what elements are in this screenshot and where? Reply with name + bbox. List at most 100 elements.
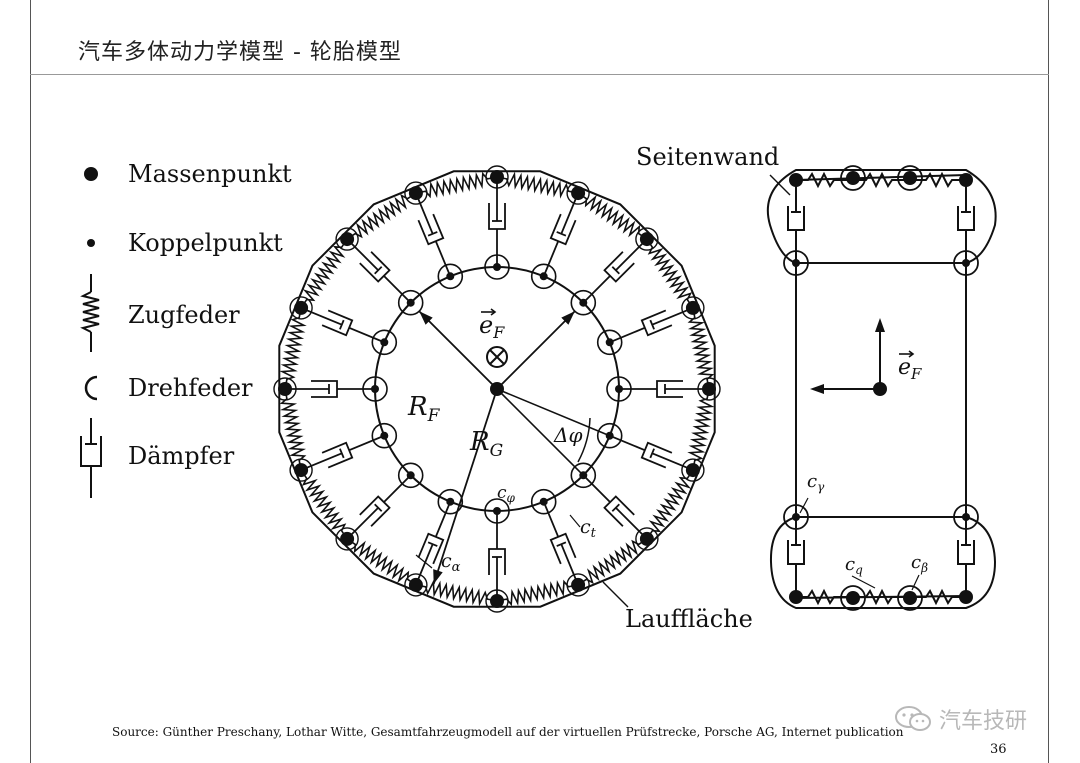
damper-piston bbox=[649, 448, 655, 459]
coupling-point bbox=[446, 497, 455, 506]
torsion-spring bbox=[697, 377, 721, 401]
damper-piston bbox=[556, 541, 567, 547]
coupling-point bbox=[406, 471, 415, 480]
damper-rod bbox=[609, 326, 646, 344]
coupling-point bbox=[539, 497, 548, 506]
mass-point-icon bbox=[84, 167, 98, 181]
rim-radius-arrow-head bbox=[419, 311, 433, 325]
mass-point bbox=[571, 186, 586, 201]
torsion-spring bbox=[635, 527, 659, 551]
damper-rod bbox=[415, 543, 434, 586]
page-number: 36 bbox=[990, 742, 1007, 757]
tread-spring bbox=[346, 538, 417, 586]
legend-label-damper: Dämpfer bbox=[128, 442, 235, 470]
legend-label-tension-spring: Zugfeder bbox=[128, 301, 240, 329]
tread-spring bbox=[346, 192, 417, 240]
tread-spring bbox=[687, 307, 715, 390]
mass-point bbox=[340, 232, 355, 247]
side-damper-bottom-right bbox=[957, 517, 975, 597]
c-gamma-label: cγ bbox=[807, 471, 825, 494]
damper-piston bbox=[339, 319, 345, 330]
c-alpha-label: cα bbox=[441, 550, 461, 575]
tread-spring bbox=[279, 307, 307, 390]
tread-spring bbox=[646, 238, 694, 309]
coupling-point bbox=[380, 338, 389, 347]
damper-rod bbox=[348, 326, 385, 344]
damper-cylinder bbox=[603, 495, 635, 527]
damper-rod bbox=[300, 452, 343, 471]
tread-spring bbox=[415, 171, 498, 199]
rim-radius-label: RF bbox=[407, 392, 441, 426]
coupling-point bbox=[371, 385, 379, 393]
center-point bbox=[490, 382, 504, 396]
tread-radius-arrow bbox=[432, 388, 498, 585]
side-view-labels: Seitenwand eF cγ cq cβ bbox=[636, 143, 928, 577]
torsion-spring bbox=[397, 462, 424, 489]
torsion-spring bbox=[362, 376, 388, 402]
damper-rod bbox=[542, 240, 560, 277]
torsion-spring bbox=[273, 377, 297, 401]
coupling-point bbox=[579, 298, 588, 307]
damper-rod bbox=[560, 192, 579, 235]
side-view bbox=[766, 165, 997, 611]
c-q-label: cq bbox=[845, 554, 863, 577]
tread-spring bbox=[300, 238, 348, 309]
damper-rod bbox=[582, 474, 611, 503]
torsion-spring bbox=[681, 296, 705, 320]
damper-piston bbox=[339, 448, 345, 459]
tread-polygon bbox=[278, 170, 716, 608]
side-view-center-point bbox=[873, 382, 887, 396]
damper-cylinder bbox=[417, 532, 445, 565]
watermark: 汽车技研 bbox=[893, 703, 1027, 735]
damper-rod bbox=[651, 307, 694, 326]
source-citation: Source: Günther Preschany, Lothar Witte,… bbox=[112, 725, 904, 739]
torsion-spring bbox=[437, 263, 464, 290]
torsion-spring bbox=[596, 329, 623, 356]
torsion-spring bbox=[484, 498, 510, 524]
mass-point bbox=[702, 382, 716, 396]
torsion-spring bbox=[570, 462, 597, 489]
damper-rod bbox=[415, 192, 434, 235]
damper-rod bbox=[615, 238, 648, 271]
legend-label-coupling-point: Koppelpunkt bbox=[128, 229, 283, 257]
torsion-spring-icon bbox=[84, 375, 98, 401]
tread-spring bbox=[300, 469, 348, 540]
mass-point bbox=[571, 577, 586, 592]
mass-point bbox=[294, 463, 309, 478]
coupling-point bbox=[493, 507, 501, 515]
mass-point bbox=[408, 186, 423, 201]
damper-rod bbox=[542, 501, 560, 538]
damper-piston bbox=[556, 231, 567, 237]
coupling-point-icon bbox=[87, 239, 95, 247]
tread-spring bbox=[496, 171, 579, 199]
front-view-labels: eF RF RG Δφ cφ ct cα Lauffläche bbox=[407, 308, 753, 633]
mass-point bbox=[685, 463, 700, 478]
mass-point bbox=[278, 382, 292, 396]
coupling-point bbox=[605, 338, 614, 347]
damper-rod bbox=[383, 474, 412, 503]
rim-radius-arrow-head bbox=[561, 311, 575, 325]
wechat-icon bbox=[895, 706, 931, 731]
torsion-spring bbox=[570, 289, 597, 316]
torsion-spring bbox=[485, 165, 509, 189]
coupling-point bbox=[406, 298, 415, 307]
damper-cylinder bbox=[417, 213, 445, 246]
mass-point bbox=[340, 531, 355, 546]
torsion-spring bbox=[404, 573, 428, 597]
torsion-spring bbox=[335, 527, 359, 551]
torsion-spring bbox=[566, 573, 590, 597]
torsion-spring bbox=[371, 329, 398, 356]
torsion-spring bbox=[371, 422, 398, 449]
c-t-label: ct bbox=[580, 516, 597, 541]
damper-rod bbox=[434, 240, 452, 277]
front-view bbox=[273, 165, 721, 613]
damper-rod bbox=[609, 434, 646, 452]
torsion-spring bbox=[596, 422, 623, 449]
torsion-spring bbox=[404, 181, 428, 205]
legend: Massenpunkt Koppelpunkt Zugfeder Drehfed… bbox=[80, 160, 292, 498]
damper-piston bbox=[374, 503, 383, 512]
damper-rod bbox=[560, 543, 579, 586]
tread-label: Lauffläche bbox=[625, 605, 753, 633]
tread-spring bbox=[577, 192, 648, 240]
